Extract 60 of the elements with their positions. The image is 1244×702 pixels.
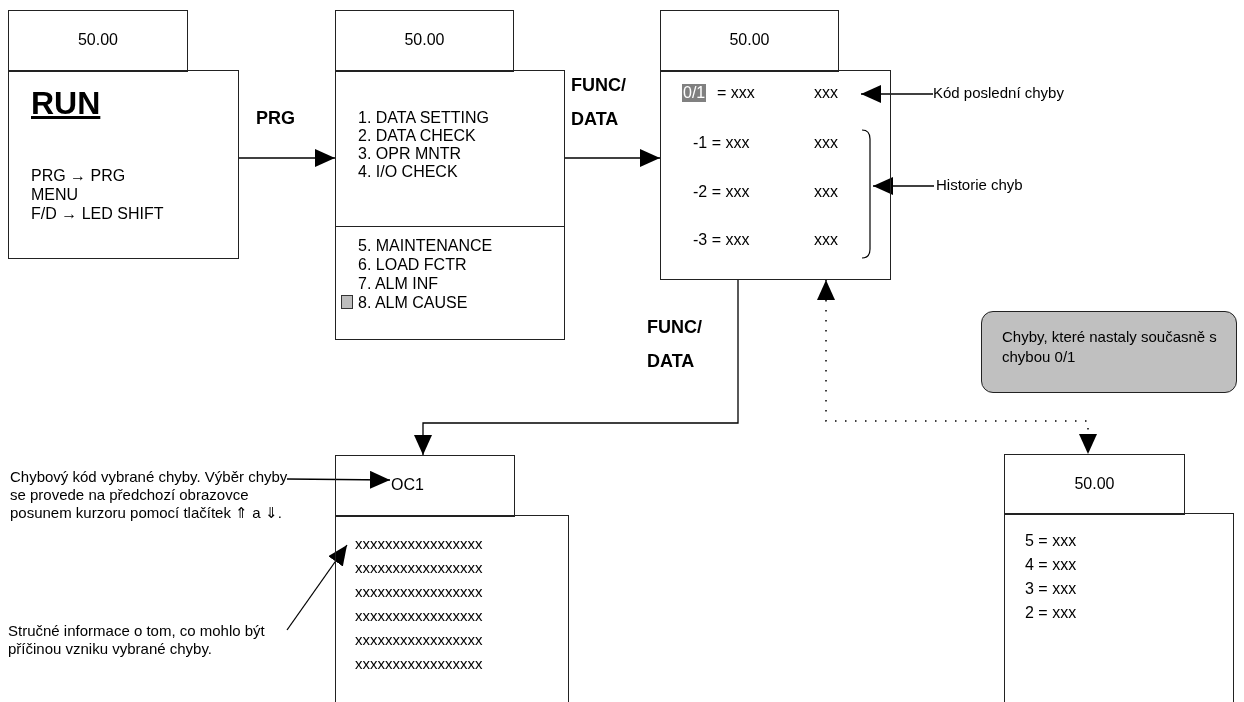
screen-body-box bbox=[660, 70, 891, 280]
annotation-text: Kód poslední chyby bbox=[933, 84, 1113, 102]
parameter-row: 3 = xxx bbox=[1025, 580, 1077, 598]
menu-item: 6. LOAD FCTR bbox=[358, 256, 467, 274]
display-value: 50.00 bbox=[76, 31, 119, 49]
parameter-row: 2 = xxx bbox=[1025, 604, 1077, 622]
display-value: 50.00 bbox=[1073, 475, 1116, 493]
display-header-box bbox=[1004, 454, 1185, 515]
menu-item: 3. OPR MNTR bbox=[358, 145, 462, 163]
dotted-arrow bbox=[817, 279, 1097, 455]
annotation-text: Stručné informace o tom, co mohlo být příčinou vzniku vybrané chyby. bbox=[8, 622, 290, 658]
parameter-row: 5 = xxx bbox=[1025, 532, 1077, 550]
parameter-row: -1 = xxx bbox=[693, 134, 750, 152]
menu-item: 8. ALM CAUSE bbox=[358, 294, 468, 312]
screen-body-box bbox=[335, 70, 565, 340]
detail-line: xxxxxxxxxxxxxxxxx bbox=[355, 655, 483, 673]
display-value: 50.00 bbox=[728, 31, 771, 49]
detail-line: xxxxxxxxxxxxxxxxx bbox=[355, 631, 483, 649]
display-header-box bbox=[335, 10, 514, 72]
menu-item: 1. DATA SETTING bbox=[358, 109, 489, 127]
menu-item: 7. ALM INF bbox=[358, 275, 439, 293]
leader-arrow bbox=[860, 85, 934, 103]
menu-item: 2. DATA CHECK bbox=[358, 127, 476, 145]
screen-body-box bbox=[1004, 513, 1234, 702]
detail-line: xxxxxxxxxxxxxxxxx bbox=[355, 535, 483, 553]
detail-line: xxxxxxxxxxxxxxxxx bbox=[355, 559, 483, 577]
display-header-box bbox=[660, 10, 839, 72]
note-text: Chyby, které nastaly současně s chybou 0/1 bbox=[1002, 327, 1218, 367]
leader-arrow bbox=[286, 470, 391, 489]
error-code: OC1 bbox=[391, 476, 424, 494]
parameter-value: xxx bbox=[814, 183, 838, 201]
key-hint: F/D → LED SHIFT bbox=[31, 205, 164, 223]
arrow bbox=[564, 149, 661, 167]
parameter-row: 4 = xxx bbox=[1025, 556, 1077, 574]
parameter-value: xxx bbox=[814, 84, 838, 102]
display-value: 50.00 bbox=[403, 31, 446, 49]
parameter-value: xxx bbox=[814, 134, 838, 152]
detail-line: xxxxxxxxxxxxxxxxx bbox=[355, 583, 483, 601]
arrow bbox=[414, 279, 739, 456]
detail-line: xxxxxxxxxxxxxxxxx bbox=[355, 607, 483, 625]
screen-title: RUN bbox=[31, 85, 101, 121]
screen-body-box bbox=[335, 515, 569, 702]
arrow bbox=[238, 149, 336, 167]
annotation-text: Historie chyb bbox=[936, 176, 1066, 194]
menu-item: 5. MAINTENANCE bbox=[358, 237, 493, 255]
annotation-text: Chybový kód vybrané chyby. Výběr chyby se provede na předchozí obrazovce posunem kurzoru pomocí tlačítek ⇑ a ⇓. bbox=[10, 468, 288, 522]
display-header-box bbox=[8, 10, 188, 72]
key-hint: MENU bbox=[31, 186, 79, 204]
leader-arrow bbox=[286, 544, 348, 631]
menu-item: 4. I/O CHECK bbox=[358, 163, 458, 181]
leader-arrow bbox=[872, 177, 935, 195]
key-hint: PRG → PRG bbox=[31, 167, 126, 185]
note-box bbox=[981, 311, 1237, 393]
parameter-row: = xxx bbox=[717, 84, 755, 102]
parameter-row: -2 = xxx bbox=[693, 183, 750, 201]
selected-error-index: 0/1 bbox=[682, 84, 707, 102]
display-header-box bbox=[335, 455, 515, 517]
screen-body-box bbox=[8, 70, 239, 259]
parameter-value: xxx bbox=[814, 231, 838, 249]
parameter-row: -3 = xxx bbox=[693, 231, 750, 249]
